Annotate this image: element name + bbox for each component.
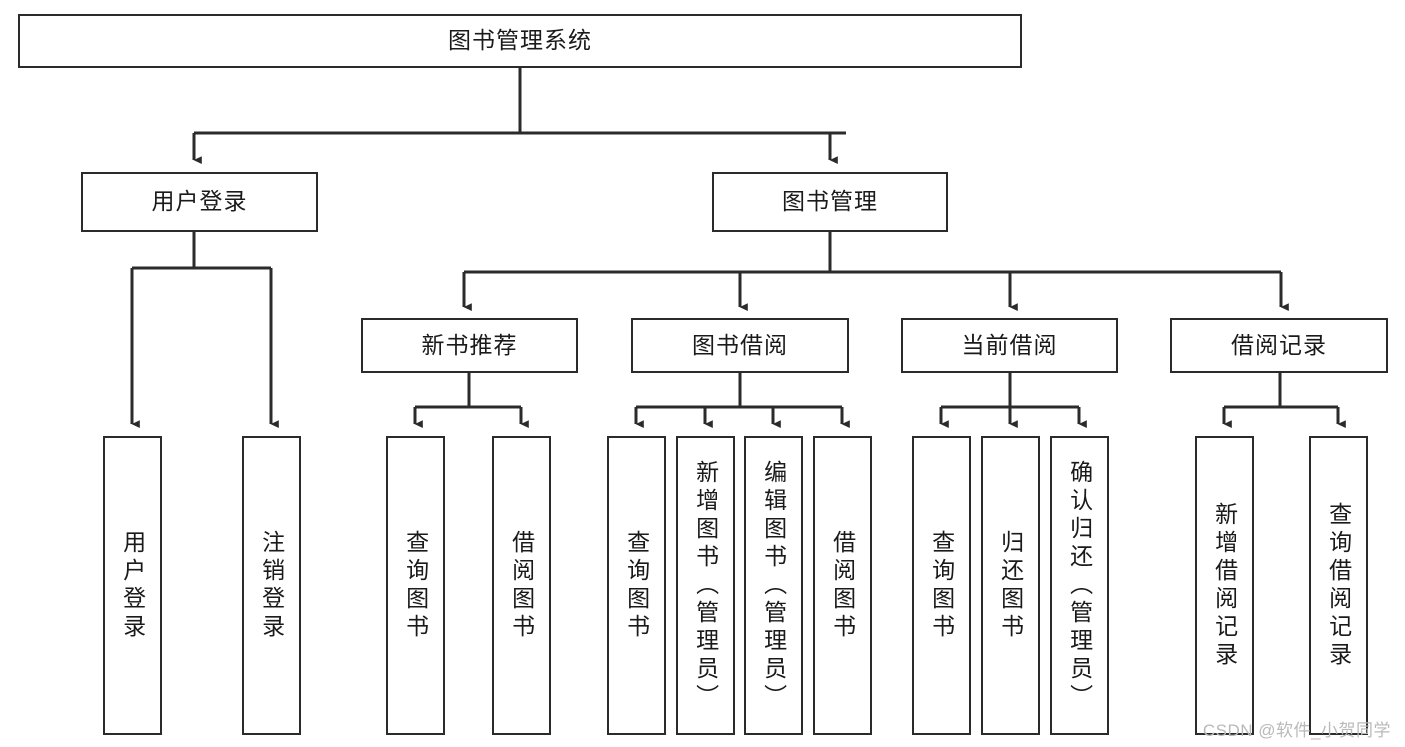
node-leaf-logout[interactable]: 注销登录 [242, 436, 301, 735]
node-leaf-query-book-current[interactable]: 查询图书 [912, 436, 971, 735]
node-label: 新增借阅记录 [1211, 501, 1238, 670]
node-leaf-confirm-return-admin[interactable]: 确认归还（管理员） [1050, 436, 1109, 735]
node-label: 借阅图书 [829, 529, 856, 642]
node-book-borrow[interactable]: 图书借阅 [631, 318, 849, 373]
node-leaf-query-borrow-record[interactable]: 查询借阅记录 [1309, 436, 1368, 735]
node-label: 图书管理系统 [448, 27, 592, 54]
node-label: 查询借阅记录 [1325, 501, 1352, 670]
node-label: 图书管理 [782, 188, 878, 215]
node-leaf-add-borrow-record[interactable]: 新增借阅记录 [1195, 436, 1254, 735]
node-label: 归还图书 [997, 529, 1024, 642]
node-label: 查询图书 [623, 529, 650, 642]
node-leaf-edit-book-admin[interactable]: 编辑图书（管理员） [744, 436, 803, 735]
node-label: 用户登录 [119, 529, 146, 642]
node-label: 当前借阅 [961, 331, 1058, 358]
node-label: 新书推荐 [421, 331, 518, 358]
node-label: 编辑图书（管理员） [760, 459, 787, 712]
node-leaf-query-book-recommend[interactable]: 查询图书 [386, 436, 445, 735]
node-leaf-borrow-book[interactable]: 借阅图书 [813, 436, 872, 735]
node-book-manage[interactable]: 图书管理 [712, 172, 948, 232]
node-leaf-query-book-borrow[interactable]: 查询图书 [607, 436, 666, 735]
node-label: 查询图书 [928, 529, 955, 642]
node-new-book-recommendation[interactable]: 新书推荐 [361, 318, 578, 373]
node-root-system[interactable]: 图书管理系统 [18, 14, 1022, 68]
node-label: 图书借阅 [692, 331, 788, 358]
node-user-login[interactable]: 用户登录 [81, 172, 318, 232]
node-leaf-user-login[interactable]: 用户登录 [103, 436, 162, 735]
node-leaf-add-book-admin[interactable]: 新增图书（管理员） [676, 436, 735, 735]
node-label: 查询图书 [402, 529, 429, 642]
node-label: 新增图书（管理员） [692, 459, 719, 712]
node-label: 借阅图书 [508, 529, 535, 642]
node-label: 用户登录 [151, 188, 248, 215]
node-current-borrow[interactable]: 当前借阅 [901, 318, 1118, 373]
node-borrow-record[interactable]: 借阅记录 [1170, 318, 1388, 373]
node-leaf-borrow-book-recommend[interactable]: 借阅图书 [492, 436, 551, 735]
node-label: 注销登录 [258, 529, 285, 642]
node-leaf-return-book[interactable]: 归还图书 [981, 436, 1040, 735]
node-label: 借阅记录 [1231, 331, 1327, 358]
node-label: 确认归还（管理员） [1066, 459, 1093, 712]
